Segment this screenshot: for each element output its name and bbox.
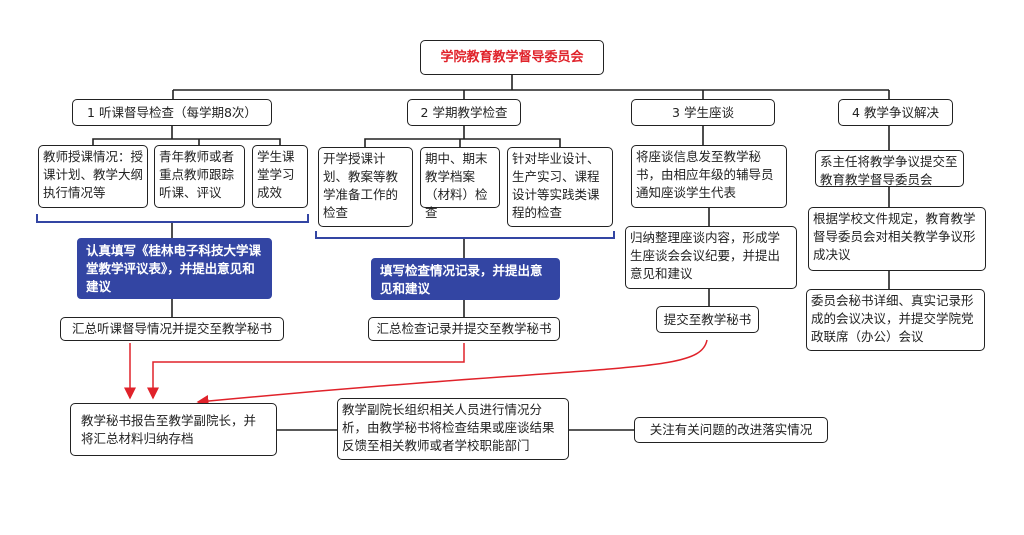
branch-4-step: 委员会秘书详细、真实记录形成的会议决议，并提交学院党政联席（办公）会议	[806, 289, 985, 351]
branch-3-step: 提交至教学秘书	[656, 306, 759, 333]
branch-4-step: 根据学校文件规定，教育教学督导委员会对相关教学争议形成决议	[808, 207, 986, 271]
branch-1-action: 认真填写《桂林电子科技大学课堂教学评议表》，并提出意见和建议	[77, 238, 272, 299]
branch-3-step: 将座谈信息发至教学秘书，由相应年级的辅导员通知座谈学生代表	[631, 145, 787, 208]
branch-1-item: 青年教师或者重点教师跟踪听课、评议	[154, 145, 245, 208]
branch-2-item: 开学授课计划、教案等教学准备工作的检查	[318, 147, 413, 227]
committee-title-box: 学院教育教学督导委员会	[420, 40, 604, 75]
branch-3-header: 3 学生座谈	[631, 99, 775, 126]
branch-1-item: 教师授课情况：授课计划、教学大纲执行情况等	[38, 145, 148, 208]
branch-1-item: 学生课堂学习成效	[252, 145, 308, 208]
branch-2-header: 2 学期教学检查	[407, 99, 521, 126]
red-arrows	[124, 339, 708, 407]
branch-1-header: 1 听课督导检查（每学期8次）	[72, 99, 272, 126]
branch-2-summary: 汇总检查记录并提交至教学秘书	[368, 317, 560, 341]
branch-4-header: 4 教学争议解决	[838, 99, 953, 126]
branch-3-step: 归纳整理座谈内容，形成学生座谈会会议纪要，并提出意见和建议	[625, 226, 797, 289]
branch-2-item: 期中、期末教学档案（材料）检查	[420, 147, 500, 220]
analysis-feedback-box: 教学副院长组织相关人员进行情况分析，由教学秘书将检查结果或座谈结果反馈至相关教师…	[337, 398, 569, 460]
follow-up-box: 关注有关问题的改进落实情况	[634, 417, 828, 443]
branch-2-item: 针对毕业设计、生产实习、课程设计等实践类课程的检查	[507, 147, 613, 227]
branch-4-step: 系主任将教学争议提交至教育教学督导委员会	[815, 150, 964, 187]
secretary-report-box: 教学秘书报告至教学副院长，并将汇总材料归纳存档	[70, 403, 277, 456]
branch-2-action: 填写检查情况记录，并提出意见和建议	[371, 258, 560, 300]
grouping-brackets	[36, 214, 615, 239]
branch-1-summary: 汇总听课督导情况并提交至教学秘书	[60, 317, 284, 341]
